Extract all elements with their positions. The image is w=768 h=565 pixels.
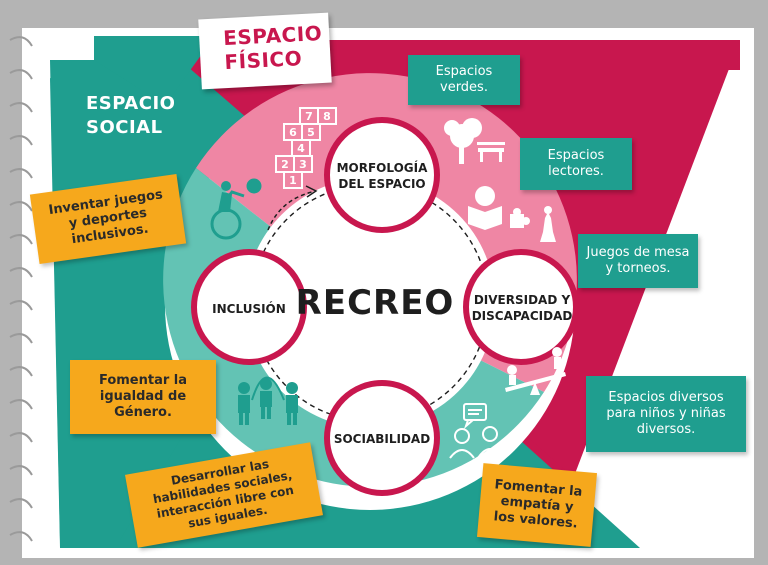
- chess-puzzle-icon: [510, 206, 556, 242]
- hop-number: 8: [323, 110, 331, 123]
- seesaw-icon: [505, 347, 566, 395]
- hopscotch-numbers: 7 8 6 5 4 2 3 1: [281, 110, 331, 187]
- tree-bench-icon: [444, 118, 505, 164]
- circle-top: [324, 117, 440, 233]
- right-circle-label: DIVERSIDAD Y DISCAPACIDAD: [471, 293, 573, 323]
- spiral-binding: [9, 36, 33, 542]
- curved-arrow-icon: [267, 191, 313, 231]
- center-circle: [245, 178, 495, 428]
- note-espacios-lectores: Espacios lectores.: [520, 138, 632, 190]
- hop-number: 3: [299, 158, 307, 171]
- left-circle-label: INCLUSIÓN: [212, 302, 286, 316]
- jump-rope-children-icon: [238, 378, 298, 425]
- note-empatia-valores: Fomentar la empatía y los valores.: [476, 463, 598, 547]
- reading-child-icon: [468, 186, 502, 230]
- hop-number: 2: [281, 158, 289, 171]
- center-label: RECREO: [295, 283, 455, 323]
- top-circle-label: MORFOLOGÍA DEL ESPACIO: [336, 161, 428, 191]
- hop-number: 1: [289, 174, 297, 187]
- hop-number: 7: [305, 110, 313, 123]
- hop-number: 5: [307, 126, 315, 139]
- espacio-fisico-tag: ESPACIO FÍSICO: [198, 12, 332, 90]
- circle-right: [463, 249, 579, 365]
- note-juegos-de-mesa: Juegos de mesa y torneos.: [578, 234, 698, 288]
- bottom-circle-label: SOCIABILIDAD: [333, 432, 431, 446]
- note-espacios-verdes: Espacios verdes.: [408, 55, 520, 105]
- conversation-people-icon: [449, 403, 503, 459]
- espacio-social-tag: ESPACIO SOCIAL: [86, 93, 176, 138]
- circle-bottom: [324, 380, 440, 496]
- note-espacios-diversos: Espacios diversos para niños y niñas div…: [586, 376, 746, 452]
- note-igualdad-genero: Fomentar la igualdad de Género.: [70, 360, 216, 434]
- wheelchair-body: [218, 181, 232, 212]
- circle-left: [191, 249, 307, 365]
- hopscotch-icon: [275, 107, 337, 189]
- hop-number: 4: [297, 142, 305, 155]
- hop-number: 6: [289, 126, 297, 139]
